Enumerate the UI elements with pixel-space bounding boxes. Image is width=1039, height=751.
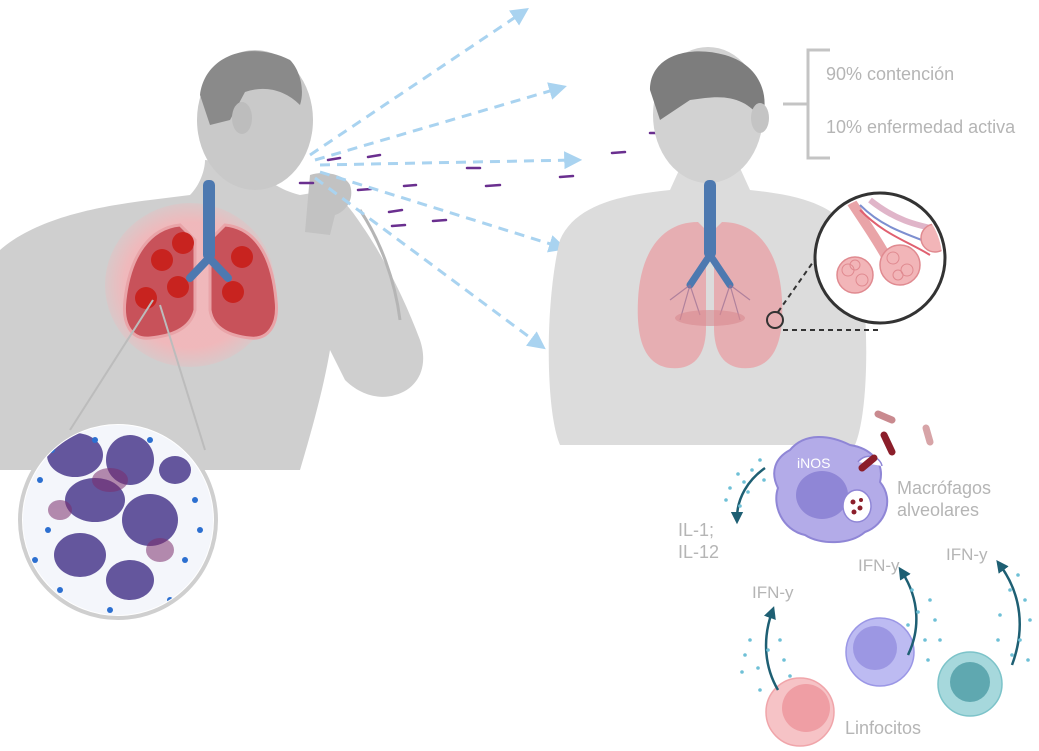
inos-label: iNOS: [797, 455, 830, 472]
containment-label: 90% contención: [826, 64, 954, 86]
ifn-release-teal: [996, 565, 1032, 665]
ifn-release-pink: [740, 612, 792, 692]
mycobacteria-icon: [862, 414, 930, 468]
active-disease-label: 10% enfermedad activa: [826, 117, 1015, 139]
outcome-bracket: [783, 50, 830, 158]
ifn-label-2: IFN-y: [858, 556, 900, 576]
ifn-label-1: IFN-y: [752, 583, 794, 603]
lymphocytes-label: Linfocitos: [845, 718, 921, 740]
interleukin-release: [724, 458, 766, 518]
ifn-label-3: IFN-y: [946, 545, 988, 565]
interleukins-label: IL-1; IL-12: [678, 520, 719, 563]
macrophages-label: Macrófagos alveolares: [897, 478, 991, 521]
lymphocyte-teal-icon: [938, 652, 1002, 716]
lymphocyte-violet-icon: [846, 618, 914, 686]
alveolar-macrophage-icon: [774, 437, 887, 542]
